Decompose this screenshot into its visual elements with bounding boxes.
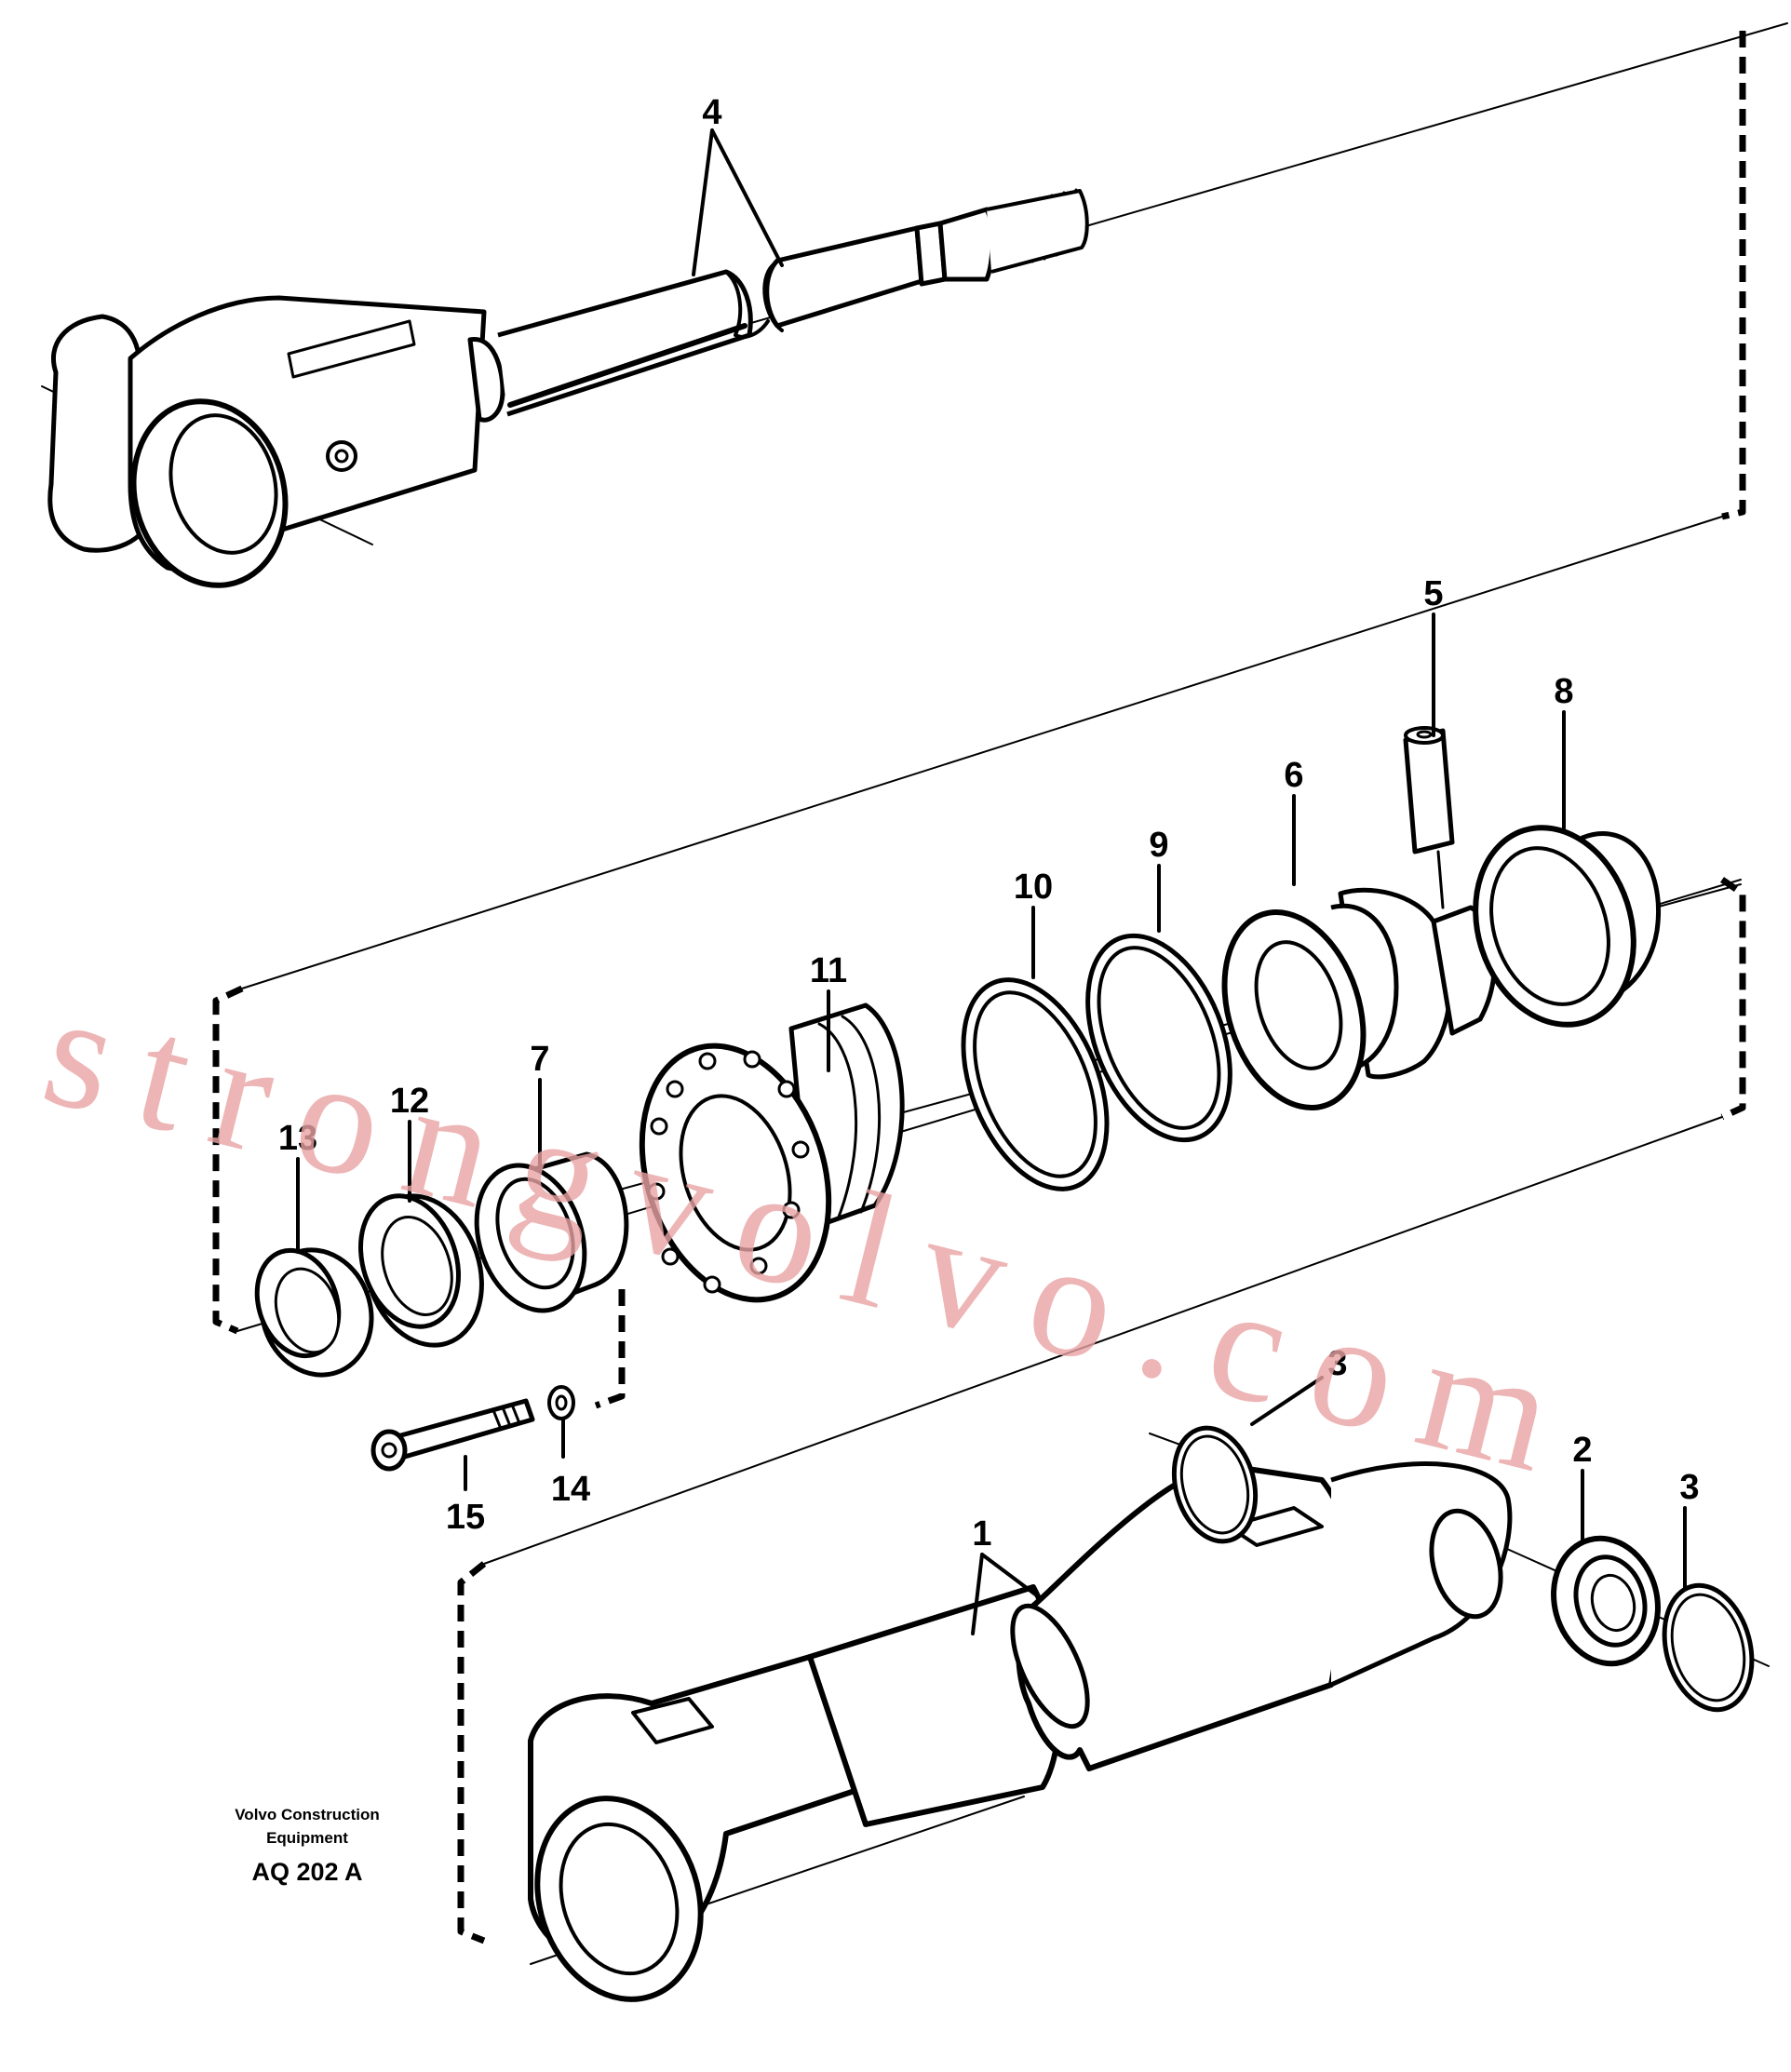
callout-9: 9 xyxy=(1149,826,1168,865)
leader-lines xyxy=(296,128,1687,1635)
part-9-ring xyxy=(1085,933,1232,1143)
part-3-circlip-right xyxy=(1662,1582,1755,1713)
callout-14: 14 xyxy=(551,1470,590,1509)
callout-6: 6 xyxy=(1284,756,1303,795)
callouts: 4 5 8 6 9 10 11 7 12 13 14 15 3 1 2 3 xyxy=(278,93,1700,1554)
part-13-wiper xyxy=(254,1247,374,1378)
callout-1: 1 xyxy=(972,1514,991,1554)
part-8-seal xyxy=(1473,825,1661,1028)
callout-3-upper: 3 xyxy=(1327,1344,1347,1383)
part-7-bushing xyxy=(474,1151,629,1313)
callout-13: 13 xyxy=(278,1119,317,1158)
part-5-pin xyxy=(1403,726,1455,909)
part-12-ring xyxy=(357,1193,484,1348)
callout-12: 12 xyxy=(390,1082,429,1121)
part-15-bolt xyxy=(370,1398,535,1472)
callout-2: 2 xyxy=(1572,1431,1592,1470)
drawing-code: AQ 202 A xyxy=(251,1858,362,1886)
drawing-credit: Volvo Construction Equipment AQ 202 A xyxy=(235,1806,380,1886)
callout-3-lower: 3 xyxy=(1679,1468,1699,1507)
part-2-bearing xyxy=(1551,1535,1661,1667)
callout-15: 15 xyxy=(446,1498,485,1537)
part-10-ring xyxy=(961,977,1110,1191)
callout-11: 11 xyxy=(810,951,847,990)
part-1-cylinder-barrel xyxy=(528,1461,1513,2002)
part-6-piston xyxy=(1221,887,1497,1110)
part-14-washer xyxy=(547,1385,575,1420)
head-bolt-holes xyxy=(647,1050,810,1294)
piston-rod xyxy=(47,188,1089,588)
part-3-circlip-left xyxy=(1171,1425,1259,1544)
callout-5: 5 xyxy=(1423,574,1443,613)
credit-line-2: Equipment xyxy=(266,1829,348,1847)
callout-8: 8 xyxy=(1554,672,1573,711)
callout-7: 7 xyxy=(530,1040,549,1079)
rod-thread xyxy=(986,188,1089,274)
callout-4: 4 xyxy=(702,93,721,132)
part-11-cylinder-head xyxy=(639,1002,905,1303)
callout-10: 10 xyxy=(1014,868,1053,907)
credit-line-1: Volvo Construction xyxy=(235,1806,380,1823)
